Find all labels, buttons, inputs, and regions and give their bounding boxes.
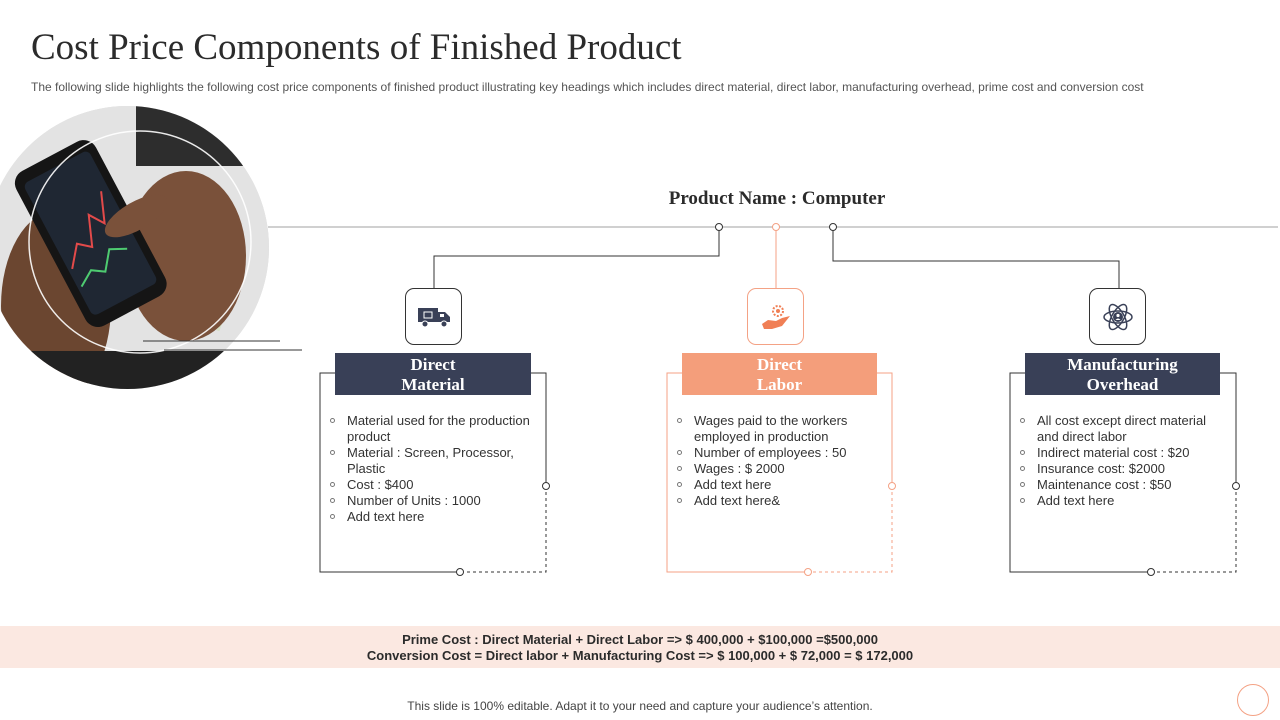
page-subtitle: The following slide highlights the follo… [31, 80, 1144, 94]
conversion-cost-formula: Conversion Cost = Direct labor + Manufac… [366, 648, 914, 663]
card-icon-box-overhead [1089, 288, 1146, 345]
list-item: Wages paid to the workers employed in pr… [676, 413, 881, 445]
card-list-direct-material: Material used for the production product… [329, 413, 539, 525]
list-item: Add text here& [676, 493, 881, 509]
list-item: Material used for the production product [329, 413, 539, 445]
card-title-direct-material: Direct Material [335, 353, 531, 395]
list-item: Number of Units : 1000 [329, 493, 539, 509]
formula-band [0, 626, 1280, 668]
list-item: Indirect material cost : $20 [1019, 445, 1224, 461]
list-item: Material : Screen, Processor, Plastic [329, 445, 539, 477]
card-list-manufacturing-overhead: All cost except direct material and dire… [1019, 413, 1224, 509]
product-name-heading: Product Name : Computer [668, 188, 886, 209]
list-item: All cost except direct material and dire… [1019, 413, 1224, 445]
hand-gear-icon [761, 304, 790, 329]
hands-phone-photo [0, 106, 269, 389]
corner-decoration [1237, 684, 1269, 716]
card-list-direct-labor: Wages paid to the workers employed in pr… [676, 413, 881, 509]
atom-person-icon [1102, 303, 1133, 330]
prime-cost-formula: Prime Cost : Direct Material + Direct La… [402, 632, 878, 647]
list-item: Maintenance cost : $50 [1019, 477, 1224, 493]
list-item: Wages : $ 2000 [676, 461, 881, 477]
delivery-truck-icon [417, 307, 450, 327]
page-title: Cost Price Components of Finished Produc… [31, 27, 682, 68]
card-title-direct-labor: Direct Labor [682, 353, 877, 395]
list-item: Insurance cost: $2000 [1019, 461, 1224, 477]
card-icon-box-material [405, 288, 462, 345]
card-icon-box-labor [747, 288, 804, 345]
footer-note: This slide is 100% editable. Adapt it to… [407, 699, 873, 713]
card-title-manufacturing-overhead: Manufacturing Overhead [1025, 353, 1220, 395]
list-item: Add text here [676, 477, 881, 493]
list-item: Add text here [1019, 493, 1224, 509]
list-item: Cost : $400 [329, 477, 539, 493]
list-item: Number of employees : 50 [676, 445, 881, 461]
list-item: Add text here [329, 509, 539, 525]
